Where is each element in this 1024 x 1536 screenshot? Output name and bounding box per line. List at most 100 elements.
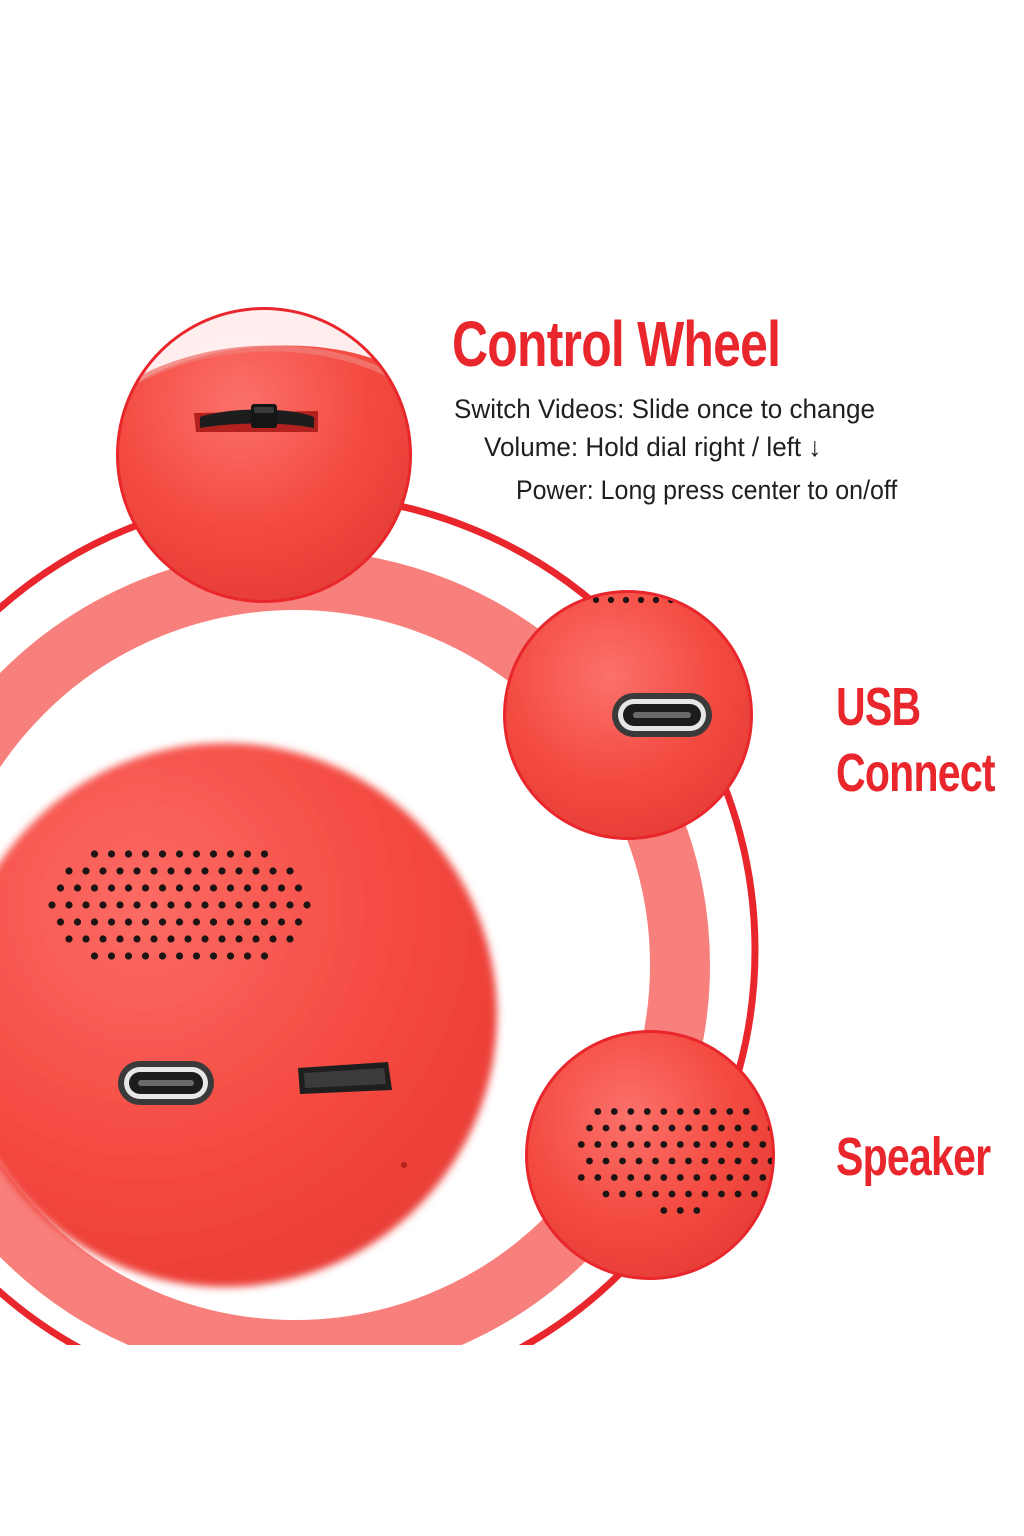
- speaker-hole: [107, 850, 116, 858]
- speaker-hole: [602, 1190, 610, 1198]
- speaker-hole: [697, 596, 705, 604]
- speaker-hole: [726, 1108, 734, 1115]
- control-wheel-title: Control Wheel: [452, 308, 781, 380]
- speaker-hole: [90, 952, 99, 960]
- speaker-hole: [660, 1174, 668, 1181]
- speaker-hole: [65, 935, 73, 943]
- speaker-hole: [693, 1174, 701, 1181]
- speaker-hole: [627, 1174, 635, 1181]
- speaker-hole: [607, 596, 615, 604]
- speaker-hole: [158, 918, 167, 926]
- speaker-hole: [235, 901, 243, 909]
- speaker-hole: [269, 901, 277, 909]
- speaker-hole: [577, 1141, 585, 1148]
- speaker-hole: [660, 1207, 668, 1214]
- speaker-hole: [693, 1207, 701, 1214]
- speaker-hole: [82, 867, 90, 875]
- speaker-hole: [184, 867, 192, 875]
- speaker-hole: [751, 1157, 758, 1165]
- speaker-inset: [525, 1030, 775, 1280]
- speaker-inset-grille: [577, 1108, 772, 1214]
- speaker-hole: [767, 1157, 772, 1165]
- speaker-hole: [615, 582, 621, 588]
- speaker-hole: [627, 1141, 635, 1148]
- speaker-hole: [286, 867, 294, 875]
- speaker-hole: [116, 935, 124, 943]
- speaker-hole: [619, 1190, 626, 1198]
- speaker-hole: [192, 850, 201, 858]
- speaker-hole: [124, 884, 133, 892]
- speaker-hole: [759, 1141, 767, 1148]
- speaker-hole: [277, 918, 286, 926]
- speaker-hole: [175, 850, 184, 858]
- speaker-hole: [709, 1141, 717, 1148]
- speaker-hole: [65, 901, 73, 909]
- speaker-hole: [751, 1190, 758, 1198]
- speaker-hole: [175, 952, 184, 960]
- speaker-hole: [600, 582, 606, 588]
- speaker-hole: [201, 935, 209, 943]
- speaker-hole: [133, 901, 141, 909]
- speaker-hole: [141, 850, 150, 858]
- speaker-hole: [675, 582, 681, 588]
- speaker-hole: [73, 884, 82, 892]
- speaker-hole: [56, 918, 65, 926]
- speaker-hole: [668, 1124, 676, 1132]
- speaker-hole: [610, 1141, 618, 1148]
- speaker-hole: [209, 850, 218, 858]
- speaker-hole: [141, 884, 150, 892]
- speaker-hole: [742, 1108, 750, 1115]
- speaker-hole: [99, 935, 107, 943]
- speaker-hole: [116, 901, 124, 909]
- speaker-hole: [676, 1207, 684, 1214]
- speaker-hole: [668, 1190, 676, 1198]
- speaker-hole: [660, 1108, 668, 1115]
- speaker-hole: [602, 1124, 610, 1132]
- speaker-hole: [201, 867, 209, 875]
- speaker-hole: [158, 850, 167, 858]
- speaker-hole: [286, 901, 294, 909]
- speaker-hole: [116, 867, 124, 875]
- main-led-dot: [401, 1162, 407, 1168]
- speaker-hole: [709, 1108, 717, 1115]
- speaker-hole: [235, 867, 243, 875]
- speaker-hole: [141, 952, 150, 960]
- speaker-hole: [685, 1190, 692, 1198]
- speaker-hole: [99, 867, 107, 875]
- speaker-hole: [226, 952, 235, 960]
- speaker-hole: [750, 582, 756, 588]
- usb-inset: [503, 582, 756, 840]
- speaker-hole: [99, 901, 107, 909]
- speaker-hole: [759, 1174, 767, 1181]
- main-speaker-grille: [48, 850, 311, 960]
- speaker-hole: [735, 582, 741, 588]
- speaker-hole: [619, 1157, 626, 1165]
- speaker-hole: [167, 901, 175, 909]
- speaker-hole: [150, 901, 158, 909]
- speaker-hole: [56, 884, 65, 892]
- speaker-hole: [701, 1190, 709, 1198]
- speaker-hole: [594, 1174, 602, 1181]
- speaker-hole: [718, 1157, 725, 1165]
- speaker-hole: [594, 1108, 602, 1115]
- speaker-hole: [158, 952, 167, 960]
- speaker-hole: [294, 884, 303, 892]
- main-device: [0, 743, 497, 1287]
- speaker-hole: [660, 1141, 668, 1148]
- speaker-hole: [209, 952, 218, 960]
- speaker-hole: [685, 1124, 692, 1132]
- speaker-hole: [167, 867, 175, 875]
- speaker-hole: [218, 901, 226, 909]
- speaker-hole: [243, 952, 252, 960]
- speaker-hole: [90, 850, 99, 858]
- speaker-hole: [720, 582, 726, 588]
- speaker-hole: [627, 1108, 635, 1115]
- speaker-hole: [192, 884, 201, 892]
- speaker-hole: [690, 582, 696, 588]
- speaker-hole: [652, 1190, 659, 1198]
- speaker-hole: [65, 867, 73, 875]
- speaker-hole: [643, 1108, 651, 1115]
- speaker-hole: [742, 596, 750, 604]
- speaker-hole: [133, 867, 141, 875]
- speaker-hole: [286, 935, 294, 943]
